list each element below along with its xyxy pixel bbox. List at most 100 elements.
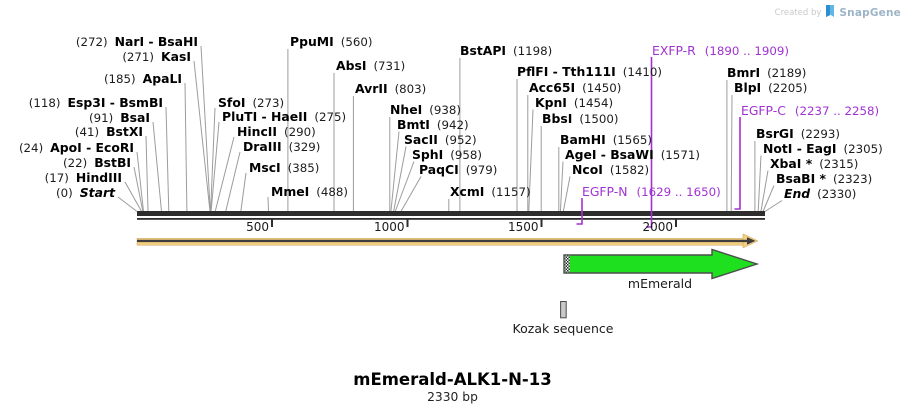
site-position: (2305) [843, 142, 883, 156]
site-label-sacii[interactable]: SacII(952) [404, 133, 477, 147]
site-label-xbai[interactable]: XbaI *(2315) [770, 157, 858, 171]
ruler-tick-1000 [406, 219, 409, 227]
site-name: ApaLI [142, 71, 182, 86]
site-label-bstxi[interactable]: (41)BstXI [75, 125, 143, 139]
site-label-kasi[interactable]: (271) KasI [122, 50, 191, 64]
site-label-bstbi[interactable]: (22) BstBI [63, 156, 131, 170]
site-label-apali[interactable]: (185)ApaLI [104, 72, 182, 86]
site-label-agei-bsawi[interactable]: AgeI - BsaWI(1571) [565, 148, 700, 162]
site-name: BmrI [727, 65, 761, 80]
site-position: (2205) [768, 81, 808, 95]
site-position: (731) [373, 59, 406, 73]
primer-position: (2237 .. 2258) [794, 104, 880, 118]
site-position: (979) [465, 163, 498, 177]
site-label-bbsi[interactable]: BbsI(1500) [542, 112, 619, 126]
site-position: (271) [122, 50, 155, 64]
site-label-draiii[interactable]: DraIII(329) [243, 140, 320, 154]
leader-line-sacii [393, 146, 407, 212]
primer-marker-exfp-r[interactable] [646, 57, 653, 228]
site-label-ncoi[interactable]: NcoI (1582) [572, 163, 649, 177]
site-label-bsrgi[interactable]: BsrGI(2293) [756, 127, 840, 141]
leader-line-bstxi [145, 135, 149, 212]
site-label-msci[interactable]: MscI(385) [249, 161, 319, 175]
site-label-esp3i-bsmbi[interactable]: (118)Esp3I - BsmBI [29, 96, 163, 110]
leader-line-hindiii [124, 181, 143, 212]
site-label-sphi[interactable]: SphI (958) [412, 148, 482, 162]
site-label-nhei[interactable]: NheI(938) [390, 103, 461, 117]
kozak-sequence-label[interactable]: Kozak sequence [512, 321, 614, 336]
site-position: (290) [284, 125, 316, 139]
sequence-bar [137, 211, 765, 216]
site-label-hindiii[interactable]: (17)HindIII [45, 171, 122, 185]
site-label-bsabi[interactable]: BsaBI *(2323) [776, 172, 872, 186]
backbone-arrow[interactable] [136, 233, 759, 249]
site-name: KpnI [535, 95, 567, 110]
site-position: (24) [18, 141, 44, 155]
site-name: NcoI [572, 162, 603, 177]
site-label-nari-bsahi[interactable]: (272)NarI - BsaHI [76, 35, 198, 49]
primer-label-egfp-n[interactable]: EGFP-N(1629 .. 1650) [582, 185, 721, 199]
site-name: HindIII [75, 170, 122, 185]
site-label-bamhi[interactable]: BamHI(1565) [560, 133, 652, 147]
site-position: (1500) [579, 112, 619, 126]
site-label-noti-eagi[interactable]: NotI - EagI(2305) [763, 142, 883, 156]
site-name: BstXI [106, 124, 143, 139]
site-name: PluTI - HaeII [222, 109, 308, 124]
site-label-sfoi[interactable]: SfoI(273) [218, 96, 284, 110]
site-label-pluti-haeii[interactable]: PluTI - HaeII (275) [222, 110, 346, 124]
site-label-apoi-ecori[interactable]: (24) ApoI - EcoRI [19, 141, 134, 155]
site-label-absi[interactable]: AbsI(731) [336, 59, 405, 73]
site-name: NarI - BsaHI [114, 34, 198, 49]
site-label-bmti[interactable]: BmtI(942) [397, 118, 469, 132]
site-label-end[interactable]: End(2330) [784, 187, 856, 201]
site-position: (22) [62, 156, 88, 170]
site-label-start[interactable]: (0)Start [56, 186, 115, 200]
site-position: (1565) [612, 133, 652, 147]
primer-label-egfp-c[interactable]: EGFP-C(2237 .. 2258) [741, 104, 879, 118]
ruler-tick-label-1500: 1500 [507, 220, 539, 234]
site-label-avrii[interactable]: AvrII(803) [355, 82, 426, 96]
site-name: PflFI - Tth111I [517, 64, 616, 79]
site-position: (118) [28, 96, 61, 110]
leader-line-apali [184, 82, 188, 212]
site-name: BsrGI [756, 126, 794, 141]
site-name: Acc65I [529, 80, 576, 95]
site-label-xcmi[interactable]: XcmI (1157) [450, 185, 531, 199]
site-name: BmtI [397, 117, 430, 132]
mEmerald-cds-arrow[interactable] [563, 248, 760, 280]
site-label-kpni[interactable]: KpnI(1454) [535, 96, 613, 110]
site-label-bstapi[interactable]: BstAPI (1198) [460, 44, 552, 58]
site-label-ppumi[interactable]: PpuMI(560) [290, 35, 372, 49]
site-name: BstAPI [460, 43, 507, 58]
site-position: (1582) [609, 163, 650, 177]
leader-line-blpi [730, 94, 733, 212]
site-name: BstBI [94, 155, 131, 170]
site-label-mmei[interactable]: MmeI(488) [271, 185, 348, 199]
site-label-blpi[interactable]: BlpI(2205) [734, 81, 807, 95]
snapgene-watermark: Created by SnapGene [775, 3, 901, 22]
site-position: (958) [450, 148, 482, 162]
site-label-paqci[interactable]: PaqCI(979) [419, 163, 497, 177]
site-name: SphI [412, 147, 444, 162]
primer-marker-egfp-n[interactable] [576, 198, 583, 225]
site-position: (275) [314, 110, 347, 124]
site-position: (1157) [491, 185, 531, 199]
leader-line-xbai [760, 170, 769, 212]
ruler-tick-1500 [540, 219, 543, 227]
leader-line-nari-bsahi [200, 45, 211, 212]
primer-marker-egfp-c[interactable] [734, 117, 741, 210]
site-label-acc65i[interactable]: Acc65I(1450) [529, 81, 621, 95]
site-label-pflfi-tth111i[interactable]: PflFI - Tth111I(1410) [517, 65, 662, 79]
mEmerald-feature-label[interactable]: mEmerald [627, 276, 693, 291]
site-name: XcmI [450, 184, 485, 199]
kozak-box[interactable] [560, 301, 567, 319]
site-name: ApoI - EcoRI [50, 140, 134, 155]
site-position: (1198) [513, 44, 553, 58]
site-name: KasI [161, 49, 191, 64]
site-label-hincii[interactable]: HincII(290) [237, 125, 316, 139]
leader-line-bmti [390, 131, 400, 212]
primer-label-exfp-r[interactable]: EXFP-R(1890 .. 1909) [652, 44, 789, 58]
site-name: MscI [249, 160, 281, 175]
site-label-bsai[interactable]: (91)BsaI [89, 111, 150, 125]
site-label-bmri[interactable]: BmrI(2189) [727, 66, 806, 80]
